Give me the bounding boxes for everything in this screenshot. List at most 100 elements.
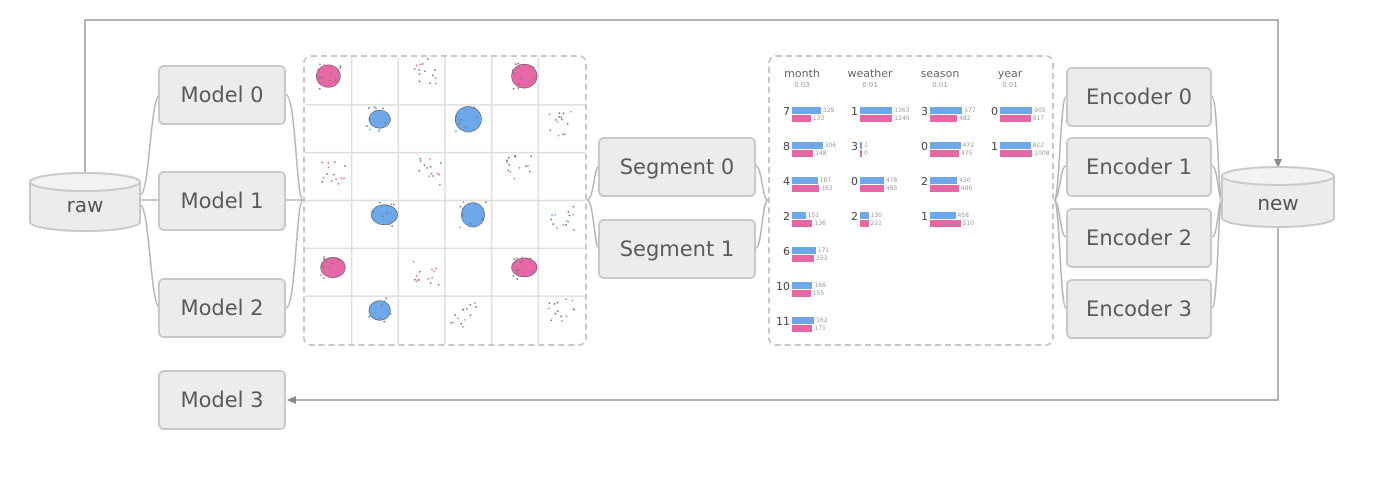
scatter-point [506, 159, 508, 162]
pink-bar [930, 220, 961, 227]
bar-value: 133 [812, 115, 825, 122]
scatter-point [463, 318, 466, 321]
encoder-0-box[interactable]: Encoder 0 [1066, 67, 1212, 127]
bar-value: 171 [814, 325, 826, 332]
bar-value: 136 [814, 220, 826, 227]
pink-bar [792, 220, 813, 227]
column-score: 0.03 [794, 81, 810, 89]
scatter-point [473, 106, 476, 109]
scatter-point [322, 176, 325, 179]
scatter-point [373, 212, 375, 215]
encoder-2-box[interactable]: Encoder 2 [1066, 208, 1212, 268]
scatter-point [517, 62, 520, 65]
scatter-point [429, 82, 432, 85]
scatter-point [431, 268, 433, 271]
scatter-point [565, 224, 567, 226]
bar-value: 430 [959, 177, 971, 184]
encoder-1-box[interactable]: Encoder 1 [1066, 137, 1212, 197]
scatter-point [389, 313, 392, 315]
scatter-point [558, 112, 561, 115]
scatter-point [337, 182, 340, 185]
blue-bar [860, 212, 869, 219]
blue-bar [1000, 107, 1033, 114]
scatter-point [321, 180, 324, 183]
scatter-point [390, 212, 393, 214]
scatter-point [328, 79, 331, 82]
model-1-box[interactable]: Model 1 [158, 171, 286, 231]
scatter-point [343, 177, 345, 180]
scatter-point [327, 68, 330, 71]
scatter-point [329, 72, 332, 75]
blue-bar [792, 247, 816, 254]
scatter-point [426, 166, 429, 169]
scatter-point [391, 225, 393, 227]
blue-bar [792, 177, 818, 184]
pink-bar [930, 150, 959, 157]
scatter-point [560, 315, 562, 318]
pink-bar [792, 150, 814, 157]
scatter-point [511, 69, 514, 72]
scatter-point [327, 162, 330, 164]
model-3-box[interactable]: Model 3 [158, 370, 286, 430]
scatter-point [479, 119, 482, 122]
cluster-blob [316, 64, 341, 88]
scatter-point [569, 110, 572, 113]
segments-to-table-connectors [755, 165, 769, 249]
bar-value: 211 [870, 220, 882, 227]
blue-bar [930, 107, 963, 114]
blue-bar [860, 107, 893, 114]
scatter-point [413, 278, 416, 281]
model-2-box[interactable]: Model 2 [158, 278, 286, 338]
scatter-point [319, 63, 321, 66]
scatter-point [330, 180, 333, 183]
scatter-point [331, 262, 334, 265]
category-label: 6 [783, 245, 790, 258]
scatter-point [481, 217, 484, 220]
scatter-point [380, 304, 383, 307]
segment-1-box[interactable]: Segment 1 [598, 219, 756, 279]
bar-value: 306 [824, 142, 837, 149]
model-0-box[interactable]: Model 0 [158, 65, 286, 125]
column-score: 0.01 [932, 81, 948, 89]
scatter-point [437, 283, 440, 286]
scatter-point [368, 315, 371, 318]
scatter-point [377, 115, 379, 117]
bar-value: 329 [822, 107, 835, 114]
scatter-point [368, 128, 371, 131]
scatter-point [515, 269, 518, 272]
bar-value: 153 [816, 255, 828, 262]
encoder-3-box[interactable]: Encoder 3 [1066, 279, 1212, 339]
segment-0-box[interactable]: Segment 0 [598, 137, 756, 197]
pink-bar [792, 255, 815, 262]
category-label: 2 [851, 210, 858, 223]
new-database-label: new [1257, 191, 1299, 215]
scatter-point [516, 257, 518, 260]
scatter-point [548, 113, 551, 116]
scatter-point [381, 206, 384, 209]
cluster-grid-panel [303, 55, 587, 346]
scatter-point [376, 118, 379, 121]
scatter-point [378, 128, 381, 131]
bar-value: 166 [814, 282, 826, 289]
column-score: 0.01 [1002, 81, 1018, 89]
scatter-point [368, 117, 371, 120]
pink-bar [860, 150, 862, 157]
scatter-point [509, 170, 512, 173]
pink-bar [860, 220, 869, 227]
scatter-point [555, 119, 557, 121]
scatter-point [525, 165, 527, 168]
scatter-point [379, 307, 381, 310]
scatter-point [450, 321, 452, 324]
scatter-point [532, 66, 535, 68]
scatter-point [518, 264, 521, 267]
scatter-point [455, 115, 458, 118]
scatter-point [463, 221, 466, 224]
scatter-point [434, 82, 437, 85]
scatter-point [327, 64, 330, 67]
scatter-point [381, 215, 384, 218]
scatter-point [551, 214, 553, 216]
category-label: 0 [921, 140, 928, 153]
scatter-point [461, 212, 464, 215]
scatter-point [565, 315, 568, 318]
